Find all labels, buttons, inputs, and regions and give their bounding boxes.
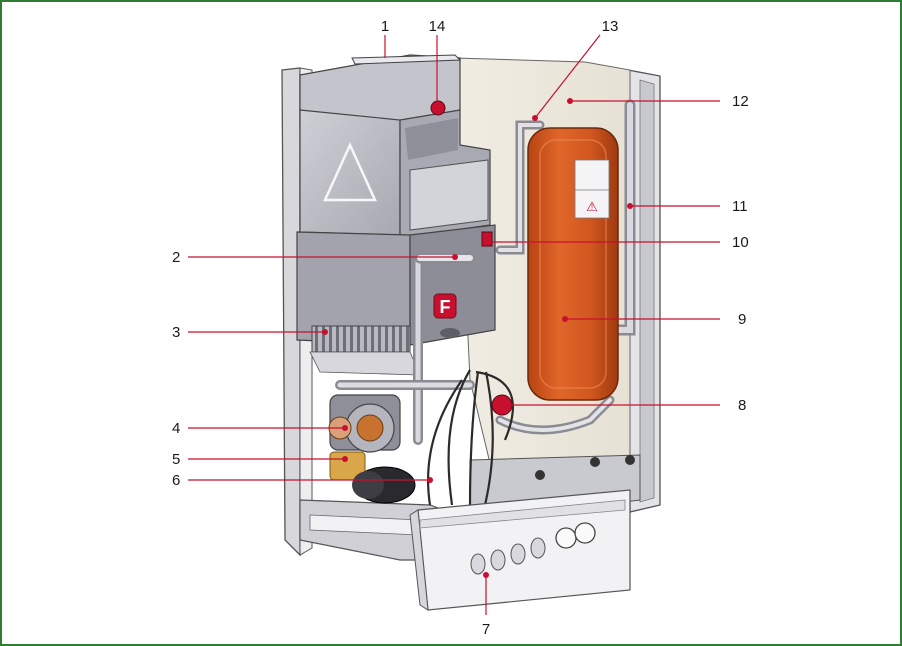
callout-3: 3 <box>172 324 180 341</box>
control-panel <box>409 489 631 611</box>
callout-1: 1 <box>381 18 389 35</box>
dial-gauges <box>555 522 596 549</box>
leader-lines <box>188 34 720 615</box>
brand-badge <box>433 293 457 319</box>
callout-labels: 1 14 13 12 11 2 10 3 9 8 4 5 6 7 <box>172 18 749 638</box>
callout-14: 14 <box>429 18 446 35</box>
callout-7: 7 <box>482 621 490 638</box>
callout-13: 13 <box>602 18 619 35</box>
callout-6: 6 <box>172 472 180 489</box>
warning-icon: ⚠ <box>586 200 598 215</box>
callout-5: 5 <box>172 451 180 468</box>
callout-8: 8 <box>738 397 746 414</box>
callout-2: 2 <box>172 249 180 266</box>
callout-12: 12 <box>732 93 749 110</box>
control-knobs <box>470 537 546 575</box>
expansion-vessel: ⚠ <box>527 127 619 401</box>
brand-badge-letter: F <box>440 297 451 317</box>
pump-assembly <box>328 394 416 504</box>
wiring-loom <box>427 369 514 506</box>
callout-11: 11 <box>732 198 748 215</box>
vessel-label <box>574 159 610 219</box>
callout-10: 10 <box>732 234 749 251</box>
callout-4: 4 <box>172 420 180 437</box>
callout-9: 9 <box>738 311 746 328</box>
